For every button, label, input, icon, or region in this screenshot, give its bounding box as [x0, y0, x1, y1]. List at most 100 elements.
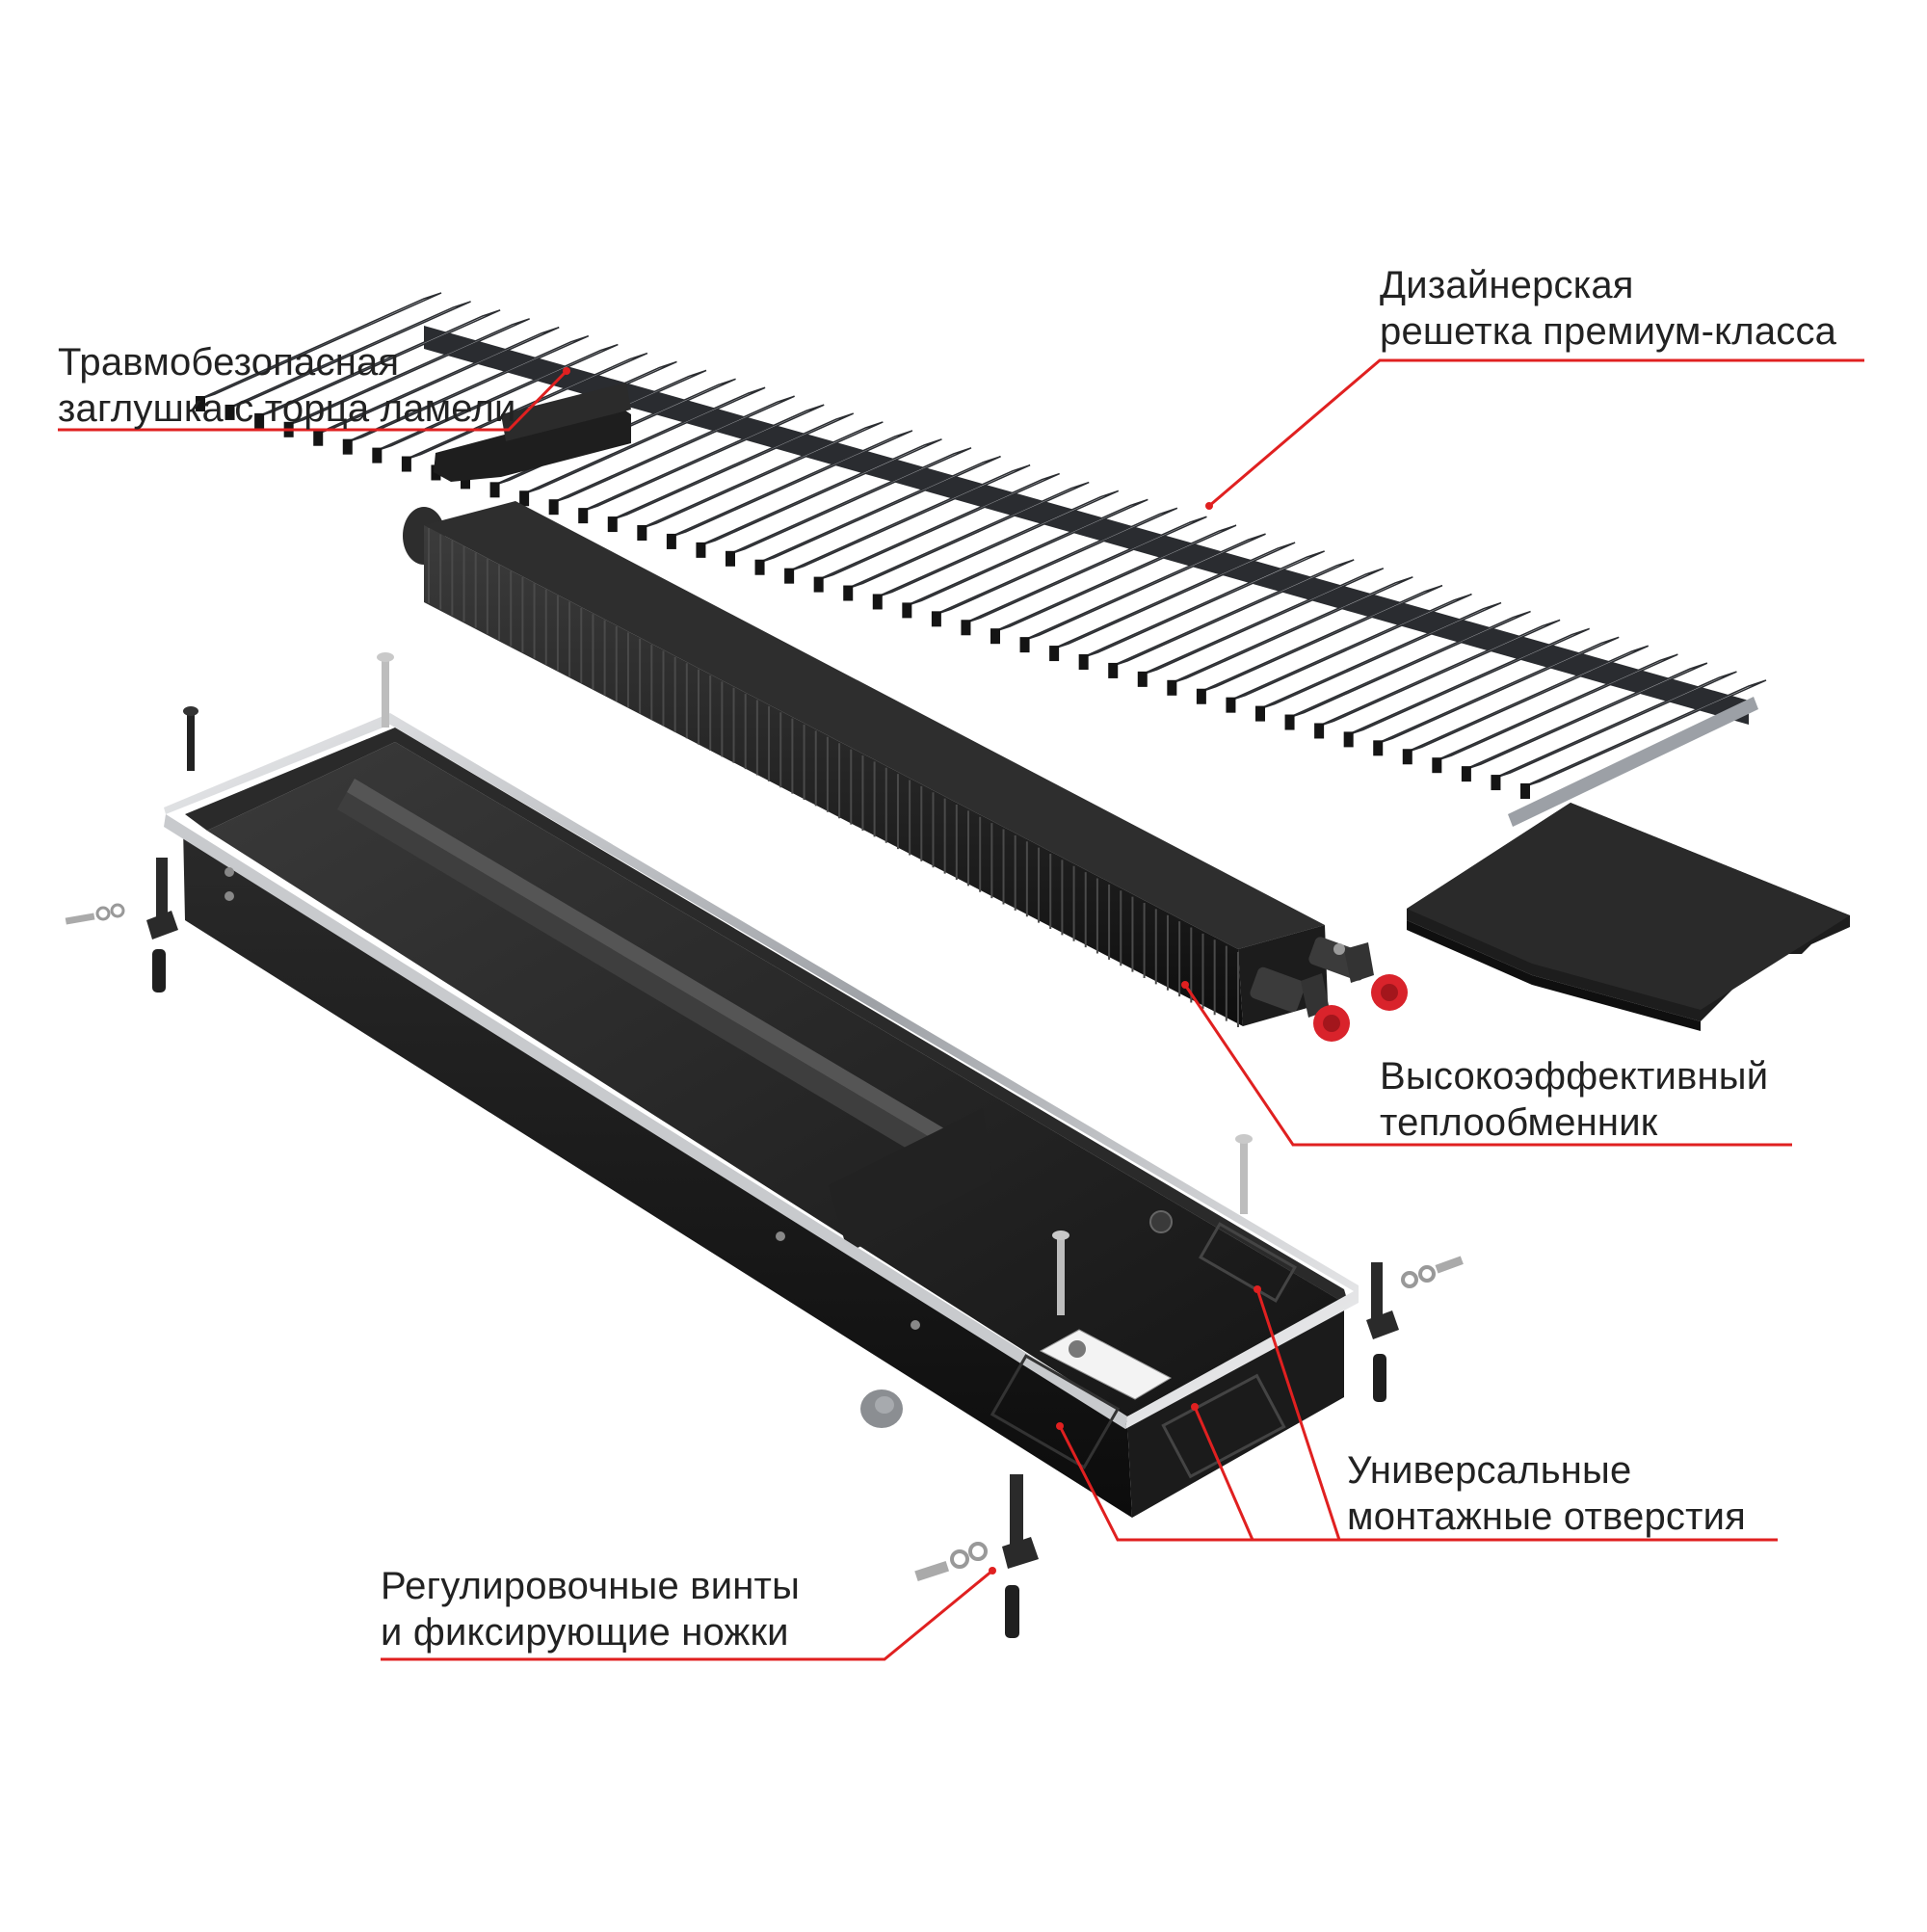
- grille-slat: [1198, 585, 1443, 694]
- hardware: [65, 652, 1464, 1638]
- slat-end-cap: [1137, 671, 1148, 687]
- slat-end-cap: [254, 412, 265, 429]
- grille-slat: [609, 412, 855, 521]
- red-plugs: [1313, 974, 1408, 1042]
- callout-mounting-holes: Универсальные монтажные отверстия: [1347, 1447, 1746, 1540]
- callout-grille-line2: решетка премиум-класса: [1380, 310, 1837, 353]
- grille-slat: [1169, 576, 1413, 685]
- slat-end-cap: [1167, 679, 1177, 696]
- heat-exchanger: [403, 501, 1408, 1042]
- grille-slat: [1050, 542, 1296, 650]
- grille-slat: [844, 481, 1090, 591]
- callout-line-mounting-2: [1193, 1406, 1254, 1541]
- grille-slat: [1315, 619, 1561, 728]
- grille-slat: [403, 352, 648, 462]
- grille-slat: [785, 463, 1031, 573]
- grille-slat: [1434, 653, 1678, 762]
- grille-slat: [698, 438, 942, 547]
- grille-slat: [756, 456, 1001, 565]
- callout-end-cap: Травмобезопасная заглушка с торца ламели: [58, 339, 516, 432]
- slat-end-cap: [1520, 783, 1530, 799]
- slat-end-cap: [1049, 646, 1060, 662]
- bracket-set-right: [1366, 1256, 1464, 1402]
- tray-steel-rim: [164, 713, 1359, 1429]
- slat-end-cap: [313, 430, 324, 446]
- grille-slat: [285, 318, 530, 427]
- slat-end-cap: [1343, 731, 1354, 748]
- slat-end-cap: [666, 533, 676, 549]
- grille-slat: [1521, 679, 1767, 788]
- grille-slat: [1139, 568, 1385, 676]
- slat-end-cap: [196, 396, 205, 411]
- grille-slat: [1404, 645, 1650, 754]
- heat-exchanger-top: [424, 501, 1325, 949]
- callout-heat-exchanger-line2: теплообменник: [1380, 1101, 1658, 1144]
- callout-adjust-screws: Регулировочные винты и фиксирующие ножки: [381, 1563, 800, 1655]
- bolt-icon: [183, 706, 198, 771]
- callout-grille: Дизайнерская решетка премиум-класса: [1380, 262, 1836, 355]
- callout-line-adjust: [381, 1569, 993, 1661]
- grille-slat: [197, 292, 442, 401]
- slat-end-cap: [902, 602, 912, 619]
- grille-slat: [639, 421, 884, 530]
- grille-slat: [1286, 610, 1531, 720]
- pipe-connectors: [1250, 937, 1374, 1018]
- slat-end-cap: [1432, 757, 1442, 774]
- slat-end-cap: [519, 490, 530, 507]
- mounting-hole-box: [990, 1354, 1121, 1469]
- slat-end-cap: [1078, 654, 1089, 670]
- grille-slat: [1463, 662, 1708, 771]
- callout-line-heat-exchanger: [1183, 984, 1792, 1147]
- grommet-icon: [860, 1389, 903, 1428]
- callout-adjust-screws-line1: Регулировочные винты: [381, 1565, 801, 1607]
- slat-end-cap: [1373, 740, 1384, 756]
- slat-end-cap: [1108, 662, 1119, 678]
- grille-slat: [255, 309, 501, 418]
- tray-back-wall: [185, 728, 1349, 1306]
- callout-adjust-screws-line2: и фиксирующие ножки: [381, 1611, 789, 1654]
- slat-end-cap: [1255, 705, 1265, 722]
- tray-inner-floor: [207, 742, 1344, 1416]
- slat-end-cap: [754, 559, 765, 575]
- callout-line-mounting-3: [1255, 1288, 1341, 1541]
- slat-end-cap: [1461, 766, 1471, 782]
- callout-lines: [58, 358, 1864, 1661]
- callout-line-mounting-1: [1058, 1425, 1778, 1542]
- slat-end-cap: [784, 568, 795, 584]
- callout-end-cap-line1: Травмобезопасная: [58, 341, 400, 384]
- bracket-set-left: [65, 858, 178, 992]
- slat-end-cap: [637, 525, 647, 541]
- callout-heat-exchanger-line1: Высокоэффективный: [1380, 1055, 1769, 1098]
- slat-end-cap: [607, 516, 618, 533]
- bolt-icon: [1235, 1134, 1253, 1214]
- grille-slat: [1109, 559, 1355, 668]
- slat-end-cap: [1196, 688, 1206, 704]
- grille-slat: [874, 490, 1120, 599]
- callout-end-cap-line2: заглушка с торца ламели: [58, 387, 516, 430]
- slat-end-cap: [813, 576, 824, 593]
- callout-line-grille: [1208, 358, 1864, 508]
- grille-slat: [1492, 671, 1737, 780]
- bolt-icon: [1052, 1231, 1069, 1315]
- slat-end-cap: [1019, 637, 1030, 653]
- callout-mounting-holes-line1: Универсальные: [1347, 1449, 1632, 1492]
- grille-slat: [1227, 593, 1472, 702]
- callout-line-end-cap: [58, 369, 568, 432]
- end-cap-part: [434, 383, 631, 482]
- slat-end-cap: [548, 499, 559, 516]
- mounting-hole-box: [1161, 1373, 1286, 1479]
- tray-front-side: [183, 827, 1132, 1518]
- slat-end-cap: [1314, 723, 1325, 739]
- grille-slat: [1374, 636, 1620, 746]
- grille-slat: [374, 343, 619, 453]
- slat-end-cap: [931, 611, 941, 627]
- slat-end-cap: [990, 628, 1000, 645]
- callout-mounting-holes-line2: монтажные отверстия: [1347, 1495, 1747, 1538]
- cover-panel: [1407, 803, 1850, 1031]
- callout-heat-exchanger: Высокоэффективный теплообменник: [1380, 1053, 1768, 1146]
- slat-end-cap: [872, 594, 883, 610]
- grille-slat: [991, 524, 1237, 633]
- convector-tray: [164, 713, 1359, 1518]
